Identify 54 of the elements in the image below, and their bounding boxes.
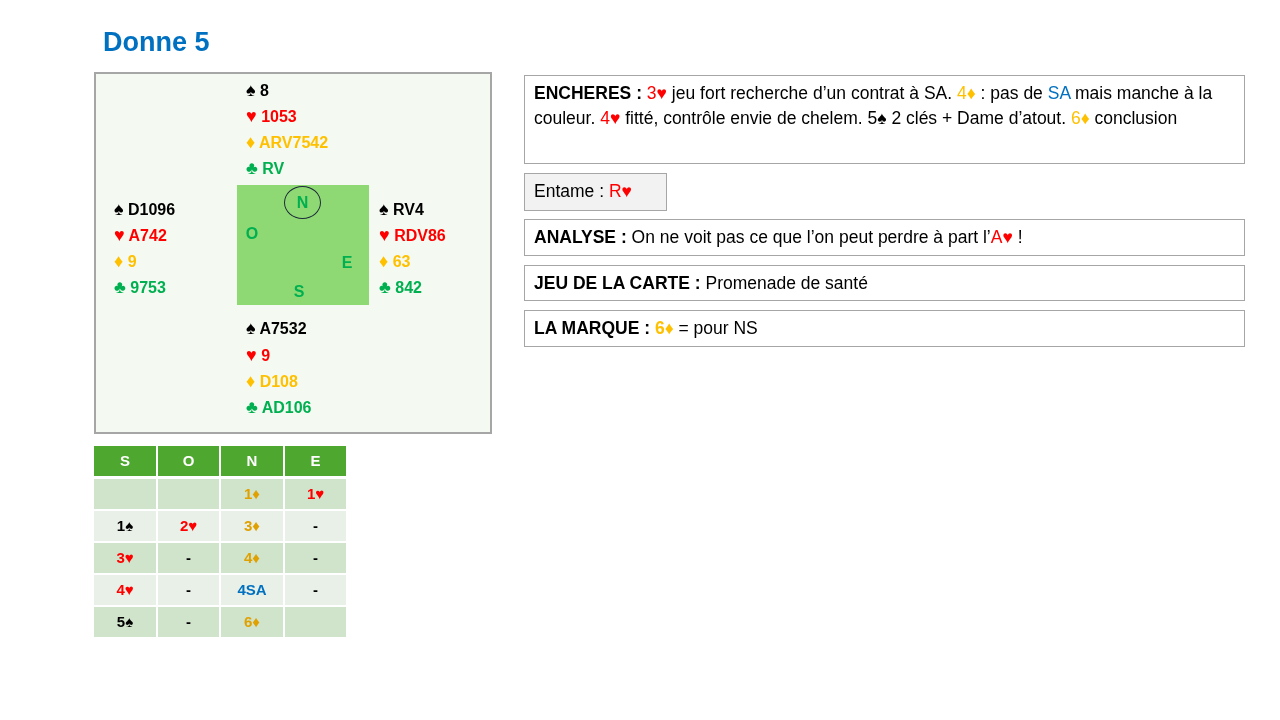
bid-cell: 2♥ bbox=[158, 511, 219, 541]
bid-cell: 4♥ bbox=[94, 575, 156, 605]
suit-holding: ♣ RV bbox=[246, 158, 285, 179]
suit-holding: ♥ 9 bbox=[246, 345, 271, 366]
bid-cell: - bbox=[285, 511, 346, 541]
bid-cell: 4♦ bbox=[221, 543, 283, 573]
bid-cell: - bbox=[158, 543, 219, 573]
compass-letter: N bbox=[296, 193, 309, 212]
bid-cell: - bbox=[285, 543, 346, 573]
suit-holding: ♠ RV4 bbox=[379, 199, 424, 220]
suit-holding: ♦ 63 bbox=[379, 251, 411, 272]
suit-holding: ♦ ARV7542 bbox=[246, 132, 329, 153]
header-cell: E bbox=[285, 446, 346, 476]
bid-cell: - bbox=[158, 607, 219, 637]
suit-holding: ♥ A742 bbox=[114, 225, 167, 246]
note-text: ANALYSE : On ne voit pas ce que l’on peut perdre à part l’A♥ ! bbox=[534, 226, 1024, 249]
compass-letter: S bbox=[293, 283, 305, 301]
bid-cell: - bbox=[285, 575, 346, 605]
note-box bbox=[524, 173, 667, 211]
bid-cell: 5♠ bbox=[94, 607, 156, 637]
note-text: JEU DE LA CARTE : Promenade de santé bbox=[534, 272, 869, 295]
deal-panel bbox=[94, 72, 492, 434]
note-box bbox=[524, 265, 1245, 301]
note-text: ENCHERES : 3♥ jeu fort recherche d’un contrat à SA. 4♦ : pas de SA mais manche à la couleur. 4♥ fitté, contrôle envie de chelem. 5♠ 2 clés + Dame d’atout. 6♦ conclusion bbox=[534, 82, 1214, 130]
note-box bbox=[524, 219, 1245, 256]
bid-cell: 4SA bbox=[221, 575, 283, 605]
note-box bbox=[524, 75, 1245, 164]
bid-cell: 1♥ bbox=[285, 479, 346, 509]
suit-holding: ♣ 9753 bbox=[114, 277, 166, 298]
bid-cell: 1♦ bbox=[221, 479, 283, 509]
title: Donne 5 bbox=[103, 27, 210, 58]
suit-holding: ♦ D108 bbox=[246, 371, 298, 392]
bid-cell: 6♦ bbox=[221, 607, 283, 637]
note-box bbox=[524, 310, 1245, 347]
bid-cell: - bbox=[158, 575, 219, 605]
suit-holding: ♠ D1096 bbox=[114, 199, 176, 220]
bid-cell: 1♠ bbox=[94, 511, 156, 541]
suit-holding: ♣ 842 bbox=[379, 277, 422, 298]
bid-cell: 3♥ bbox=[94, 543, 156, 573]
suit-holding: ♥ 1053 bbox=[246, 106, 297, 127]
compass-square bbox=[237, 185, 369, 305]
header-cell: N bbox=[221, 446, 283, 476]
suit-holding: ♣ AD106 bbox=[246, 397, 312, 418]
note-text: LA MARQUE : 6♦ = pour NS bbox=[534, 317, 759, 340]
suit-holding: ♠ 8 bbox=[246, 80, 269, 101]
suit-holding: ♦ 9 bbox=[114, 251, 137, 272]
compass-letter: E bbox=[341, 254, 353, 272]
header-cell: S bbox=[94, 446, 156, 476]
suit-holding: ♥ RDV86 bbox=[379, 225, 446, 246]
suit-holding: ♠ A7532 bbox=[246, 318, 307, 339]
compass-letter: O bbox=[245, 225, 259, 243]
header-cell: O bbox=[158, 446, 219, 476]
bid-cell: 3♦ bbox=[221, 511, 283, 541]
note-text: Entame : R♥ bbox=[534, 180, 633, 203]
